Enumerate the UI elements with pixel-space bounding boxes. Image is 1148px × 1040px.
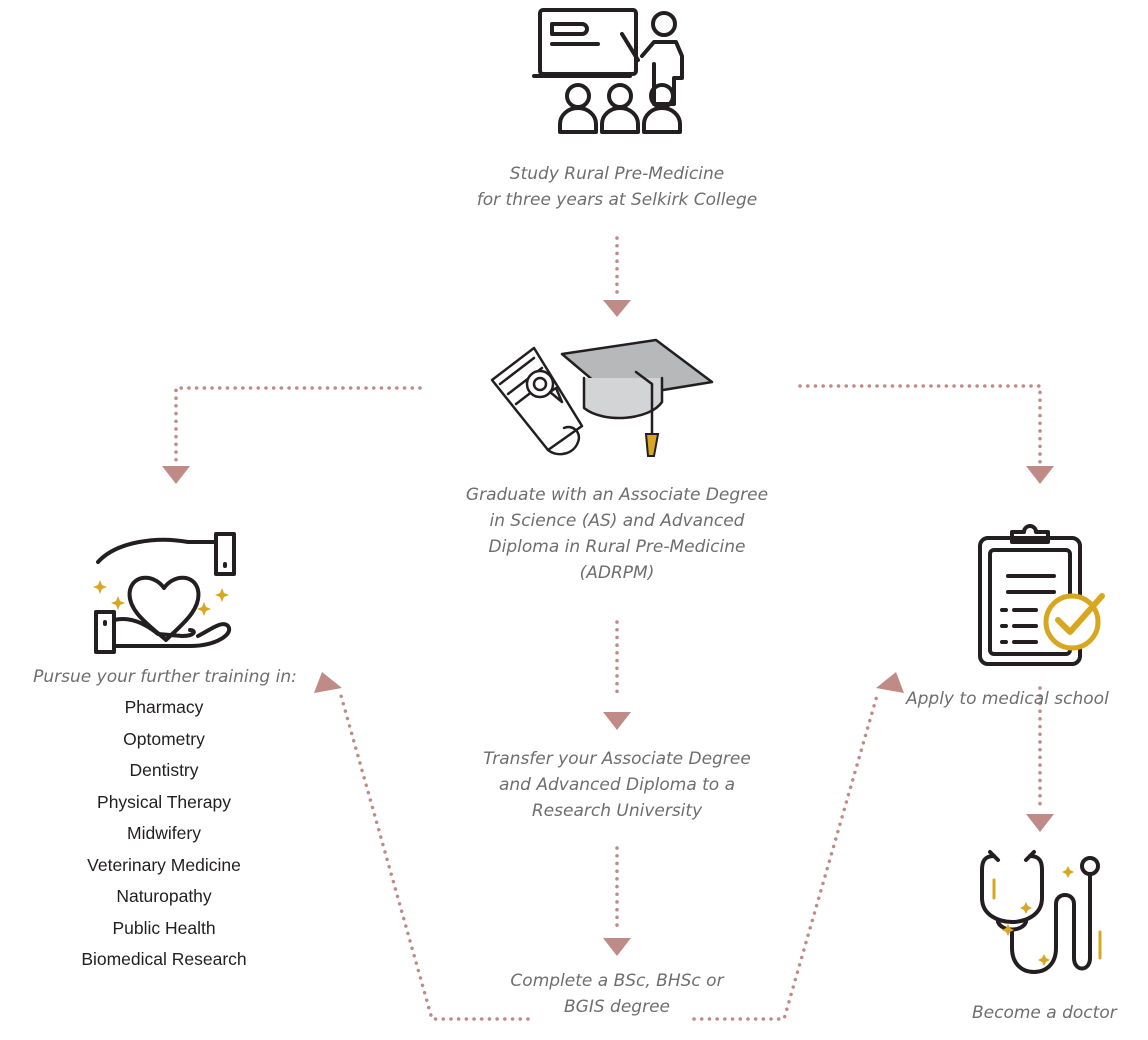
connector-graduate-to-apply <box>798 384 1042 464</box>
arrowhead-graduate <box>603 300 631 317</box>
graduation-cap-diploma-icon <box>490 338 714 457</box>
connector-complete-to-further <box>338 690 530 1021</box>
step-apply-caption: Apply to medical school <box>906 689 1109 709</box>
arrowhead-to-apply <box>876 672 904 693</box>
list-item: Optometry <box>123 728 205 749</box>
further-training-list: Pharmacy Optometry Dentistry Physical Th… <box>14 692 314 976</box>
step-study-caption: Study Rural Pre-Medicine for three years… <box>476 164 758 210</box>
stethoscope-icon <box>980 850 1102 974</box>
classroom-teacher-icon <box>532 8 684 134</box>
arrowhead-complete <box>603 938 631 956</box>
connector-complete-to-apply <box>692 690 880 1021</box>
list-item: Physical Therapy <box>97 791 231 812</box>
list-item: Midwifery <box>127 823 201 843</box>
list-item: Veterinary Medicine <box>87 854 241 875</box>
arrowhead-doctor <box>1026 814 1054 832</box>
list-item: Biomedical Research <box>81 949 247 969</box>
step-doctor-caption: Become a doctor <box>972 1003 1117 1023</box>
step-graduate-caption: Graduate with an Associate Degree in Sci… <box>465 485 769 583</box>
list-item: Naturopathy <box>116 886 212 906</box>
further-training-label: Pursue your further training in: <box>33 667 297 687</box>
step-complete-caption: Complete a BSc, BHSc or BGIS degree <box>510 971 724 1017</box>
clipboard-check-icon <box>978 524 1105 666</box>
arrowhead-transfer <box>603 712 631 730</box>
hands-heart-icon <box>93 532 236 654</box>
arrowhead-further <box>162 466 190 484</box>
connector-graduate-to-further <box>174 386 422 464</box>
step-transfer-caption: Transfer your Associate Degree and Advan… <box>483 749 751 821</box>
list-item: Pharmacy <box>124 697 204 717</box>
list-item: Dentistry <box>129 760 199 780</box>
arrowhead-apply <box>1026 466 1054 484</box>
arrowhead-to-further <box>314 672 342 693</box>
list-item: Public Health <box>112 917 216 938</box>
